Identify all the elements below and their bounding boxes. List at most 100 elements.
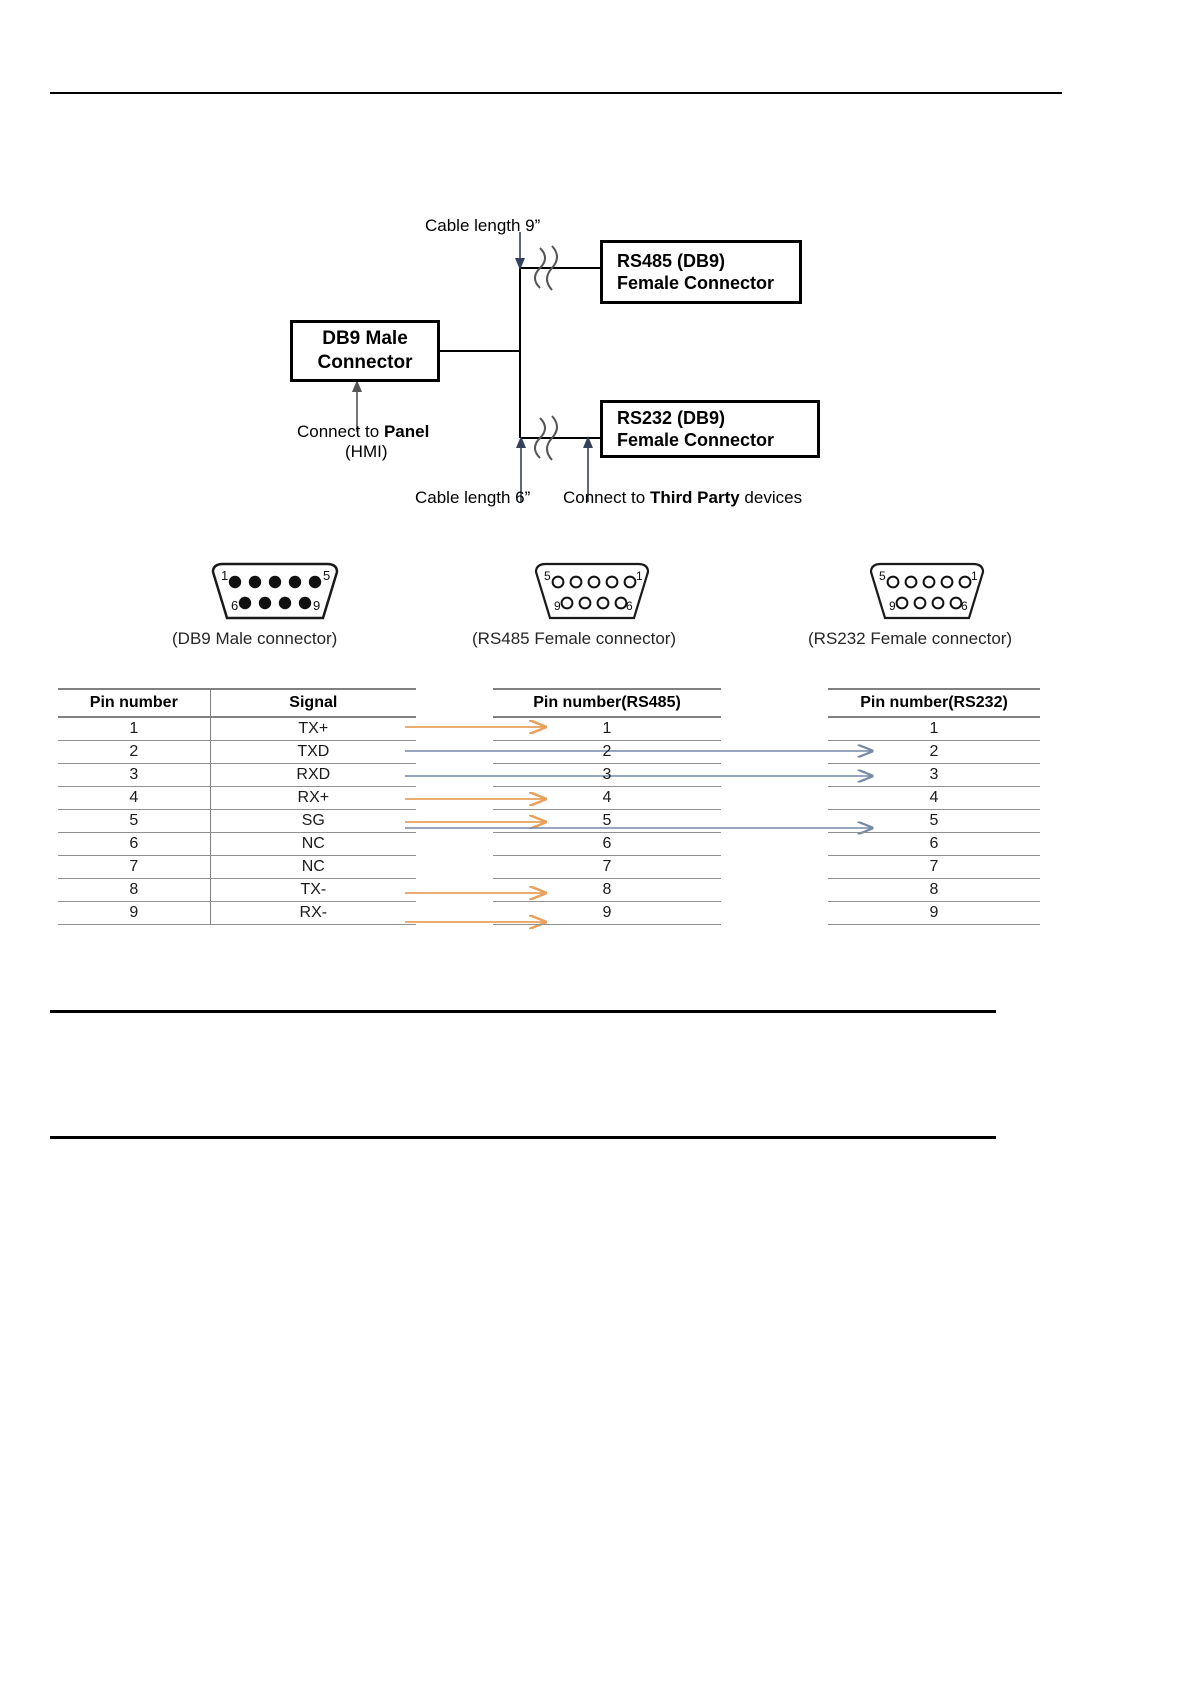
cell-pin-number: 5 bbox=[828, 809, 1040, 833]
cell-pin-number: 6 bbox=[493, 832, 721, 856]
block-diagram-lines bbox=[352, 232, 600, 502]
page-rule-middle bbox=[50, 1010, 996, 1013]
table-row: 9 bbox=[828, 901, 1040, 925]
caption-rs485-female-connector: (RS485 Female connector) bbox=[472, 629, 677, 648]
cell-signal: NC bbox=[210, 855, 416, 879]
block-rs232-line1: RS232 (DB9) bbox=[617, 407, 726, 428]
caption-connect-to-panel-bold: Panel bbox=[383, 422, 430, 441]
block-db9-male-line1: DB9 Male bbox=[322, 328, 408, 350]
svg-text:9: 9 bbox=[554, 599, 561, 613]
cell-pin-number: 2 bbox=[493, 740, 721, 764]
caption-cable-length-9: Cable length 9” bbox=[425, 216, 541, 235]
table-row: 3 bbox=[828, 763, 1040, 787]
table-row: 3 bbox=[493, 763, 721, 787]
caption-third-bold: Third Party bbox=[649, 488, 740, 507]
cell-pin-number: 9 bbox=[58, 901, 211, 925]
table-row: 2 bbox=[828, 740, 1040, 764]
cell-pin-number: 2 bbox=[828, 740, 1040, 764]
svg-text:5: 5 bbox=[323, 568, 330, 583]
header-signal: Signal bbox=[210, 688, 416, 718]
table-row: 8 bbox=[493, 878, 721, 902]
table-row: 4 bbox=[493, 786, 721, 810]
cell-signal: RXD bbox=[210, 763, 416, 787]
table-row: 6 bbox=[828, 832, 1040, 856]
table-row: 4 bbox=[828, 786, 1040, 810]
caption-db9-male-connector: (DB9 Male connector) bbox=[172, 629, 338, 648]
table-row: 5 bbox=[828, 809, 1040, 833]
cell-pin-number: 1 bbox=[58, 717, 211, 741]
block-rs485-line1: RS485 (DB9) bbox=[617, 250, 726, 271]
svg-text:1: 1 bbox=[971, 569, 978, 583]
caption-third-pre: Connect to bbox=[563, 488, 650, 507]
caption-third-post: devices bbox=[739, 488, 803, 507]
table-row: 6 bbox=[493, 832, 721, 856]
caption-hmi: (HMI) bbox=[345, 442, 388, 461]
cell-signal: TX- bbox=[210, 878, 416, 902]
cell-pin-number: 1 bbox=[493, 717, 721, 741]
cell-signal: RX+ bbox=[210, 786, 416, 810]
block-db9-male-line2: Connector bbox=[317, 352, 413, 373]
table-row: 7 bbox=[493, 855, 721, 879]
header-pin-number-rs232: Pin number(RS232) bbox=[828, 688, 1040, 718]
block-rs232-line2: Female Connector bbox=[617, 430, 775, 450]
cell-pin-number: 7 bbox=[493, 855, 721, 879]
cell-pin-number: 6 bbox=[828, 832, 1040, 856]
caption-connect-to-panel-pre: Connect to bbox=[297, 422, 384, 441]
block-rs485-line2: Female Connector bbox=[617, 273, 775, 293]
table-header-row: Pin number Signal bbox=[58, 688, 416, 718]
table-row: 7 bbox=[828, 855, 1040, 879]
caption-connect-to-panel: Connect to Panel bbox=[297, 422, 429, 442]
caption-cable-length-6: Cable length 6” bbox=[415, 488, 531, 507]
cell-pin-number: 9 bbox=[828, 901, 1040, 925]
svg-text:5: 5 bbox=[879, 569, 886, 583]
table-row: 2 bbox=[493, 740, 721, 764]
page-rule-bottom bbox=[50, 1136, 996, 1139]
page-rule-top bbox=[50, 92, 1062, 94]
block-rs232-connector: RS232 (DB9) Female Connector bbox=[600, 400, 820, 458]
cell-pin-number: 2 bbox=[58, 740, 211, 764]
svg-text:9: 9 bbox=[889, 599, 896, 613]
table-row: 9 bbox=[493, 901, 721, 925]
svg-text:6: 6 bbox=[231, 598, 238, 613]
caption-connect-to-third-party: Connect to Third Party devices bbox=[563, 488, 802, 508]
svg-text:6: 6 bbox=[961, 599, 968, 613]
rs485-female-connector-icon: 5 1 9 6 bbox=[530, 558, 654, 629]
cell-pin-number: 4 bbox=[493, 786, 721, 810]
cell-pin-number: 8 bbox=[828, 878, 1040, 902]
cell-pin-number: 3 bbox=[58, 763, 211, 787]
header-pin-number-rs485: Pin number(RS485) bbox=[493, 688, 721, 718]
svg-text:9: 9 bbox=[313, 598, 320, 613]
table-header-row: Pin number(RS232) bbox=[828, 688, 1040, 718]
block-rs485-connector: RS485 (DB9) Female Connector bbox=[600, 240, 802, 304]
caption-rs232-female-connector: (RS232 Female connector) bbox=[808, 629, 1013, 648]
block-db9-male-connector: DB9 Male Connector bbox=[290, 320, 440, 382]
cell-signal: RX- bbox=[210, 901, 416, 925]
cell-pin-number: 6 bbox=[58, 832, 211, 856]
cell-signal: NC bbox=[210, 832, 416, 856]
cell-pin-number: 5 bbox=[58, 809, 211, 833]
svg-text:6: 6 bbox=[626, 599, 633, 613]
cell-pin-number: 5 bbox=[493, 809, 721, 833]
cell-pin-number: 7 bbox=[58, 855, 211, 879]
table-row: 8 bbox=[828, 878, 1040, 902]
cell-pin-number: 3 bbox=[493, 763, 721, 787]
svg-text:1: 1 bbox=[221, 568, 228, 583]
cell-pin-number: 9 bbox=[493, 901, 721, 925]
db9-male-connector-icon: 1 5 6 9 bbox=[205, 558, 345, 629]
cell-pin-number: 4 bbox=[828, 786, 1040, 810]
cell-pin-number: 8 bbox=[493, 878, 721, 902]
table-header-row: Pin number(RS485) bbox=[493, 688, 721, 718]
cell-pin-number: 1 bbox=[828, 717, 1040, 741]
